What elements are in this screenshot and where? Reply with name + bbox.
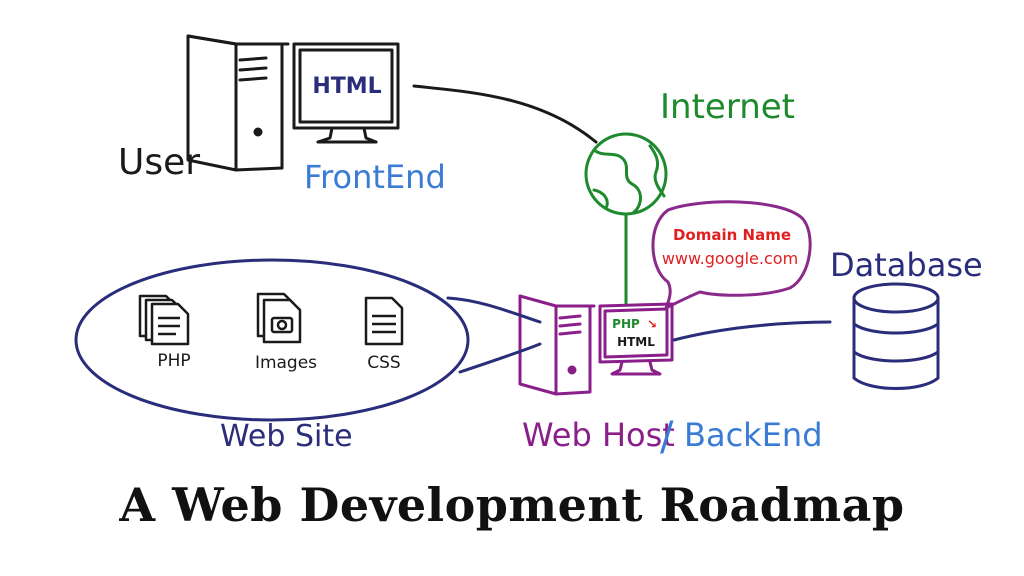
user-internet-connection bbox=[412, 84, 598, 144]
host-screen-html: HTML bbox=[617, 335, 655, 349]
web-host-label: Web Host bbox=[522, 416, 675, 454]
database-icon bbox=[852, 282, 940, 390]
internet-label: Internet bbox=[660, 87, 795, 127]
frontend-screen-text: HTML bbox=[312, 74, 381, 99]
host-database-connection bbox=[672, 320, 832, 342]
camera-document-icon bbox=[256, 292, 302, 344]
globe-icon bbox=[584, 132, 668, 216]
web-host-computer bbox=[518, 294, 674, 396]
file-label-css: CSS bbox=[367, 353, 400, 373]
domain-name-url: www.google.com bbox=[662, 249, 798, 268]
domain-name-heading: Domain Name bbox=[673, 226, 791, 244]
user-monitor-icon bbox=[292, 42, 400, 144]
file-label-images: Images bbox=[255, 353, 317, 373]
document-icon bbox=[364, 296, 404, 346]
label-separator: / bbox=[660, 414, 674, 460]
frontend-label: FrontEnd bbox=[304, 158, 446, 196]
web-site-label: Web Site bbox=[220, 419, 353, 454]
host-tower-icon bbox=[518, 294, 596, 396]
user-tower-icon bbox=[186, 34, 290, 172]
stacked-documents-icon bbox=[138, 294, 190, 346]
host-screen-arrow-icon: ↘ bbox=[647, 317, 657, 331]
site-host-connector-bottom bbox=[458, 342, 542, 374]
host-screen-php: PHP bbox=[612, 317, 640, 331]
web-site-boundary bbox=[74, 258, 470, 422]
domain-name-bubble: Domain Name www.google.com bbox=[651, 200, 812, 310]
file-label-php: PHP bbox=[157, 351, 190, 371]
backend-label: BackEnd bbox=[684, 416, 823, 454]
user-computer bbox=[186, 34, 400, 172]
database-label: Database bbox=[830, 246, 983, 284]
page-title: A Web Development Roadmap bbox=[119, 478, 905, 532]
host-monitor-icon bbox=[598, 302, 674, 376]
site-host-connector-top bbox=[446, 296, 542, 324]
user-label: User bbox=[118, 142, 200, 183]
